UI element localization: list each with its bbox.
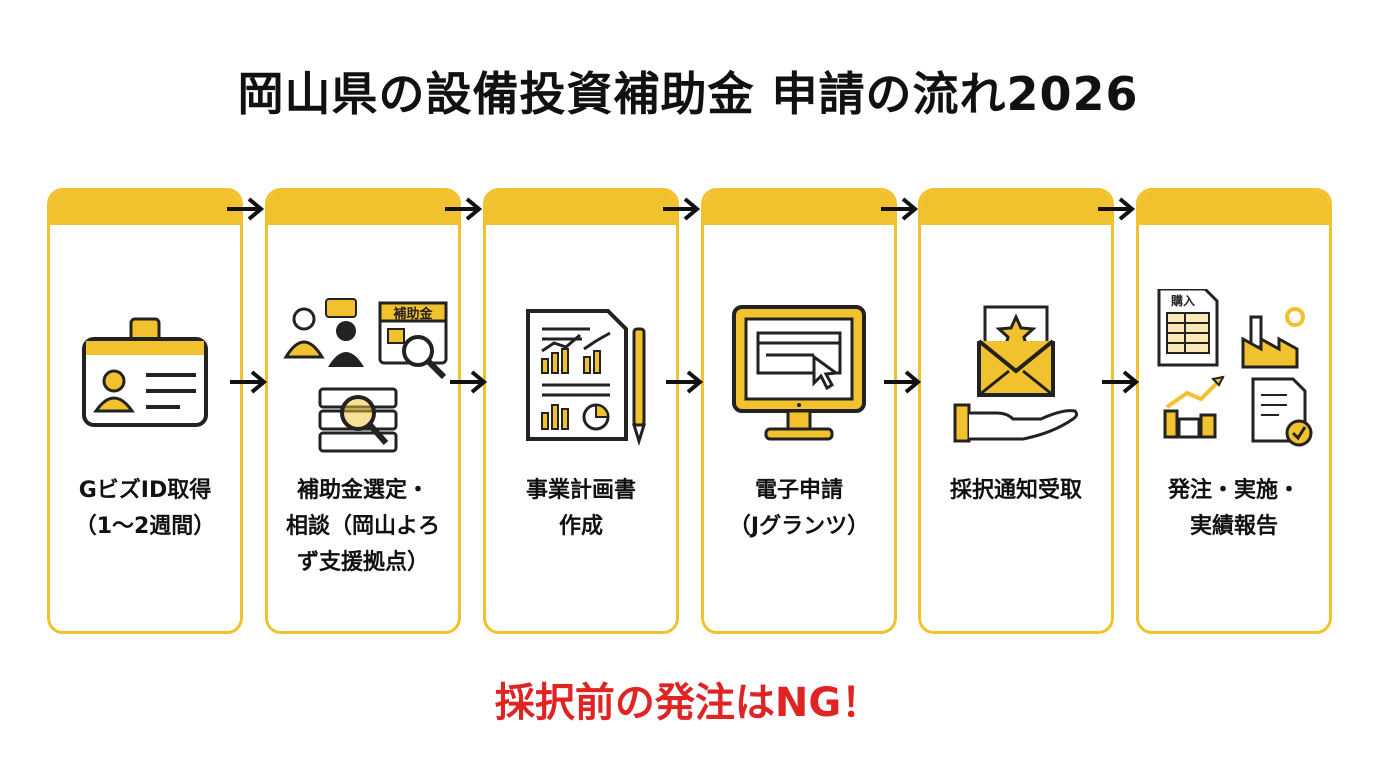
step-card-1: GビズID取得 （1〜2週間） bbox=[47, 188, 243, 634]
notification-envelope-icon bbox=[921, 289, 1111, 459]
id-card-icon bbox=[50, 289, 240, 459]
step-label-1: GビズID取得 （1〜2週間） bbox=[74, 478, 216, 539]
arrow-right-icon bbox=[450, 370, 488, 394]
step-card-band bbox=[921, 191, 1111, 225]
step-label-5: 採択通知受取 bbox=[949, 478, 1082, 503]
step-card-3: 事業計画書 作成 bbox=[483, 188, 679, 634]
step-card-5: 採択通知受取 bbox=[918, 188, 1114, 634]
computer-monitor-icon bbox=[704, 289, 894, 459]
step-label-3: 事業計画書 作成 bbox=[525, 478, 636, 539]
step-label-4: 電子申請 （Jグランツ） bbox=[728, 478, 870, 539]
warning-message: 採択前の発注はNG！ bbox=[494, 680, 882, 726]
page-title: 岡山県の設備投資補助金 申請の流れ2026 bbox=[237, 67, 1139, 121]
step-card-4: 電子申請 （Jグランツ） bbox=[701, 188, 897, 634]
step-label-6: 発注・実施・ 実績報告 bbox=[1167, 478, 1300, 539]
arrow-right-icon bbox=[1102, 370, 1140, 394]
step-card-band bbox=[1139, 191, 1329, 225]
arrow-right-icon bbox=[881, 197, 919, 221]
step-card-band bbox=[268, 191, 458, 225]
arrow-right-icon bbox=[445, 197, 483, 221]
step-card-band bbox=[50, 191, 240, 225]
step-card-band bbox=[486, 191, 676, 225]
arrow-right-icon bbox=[227, 197, 265, 221]
arrow-right-icon bbox=[1098, 197, 1136, 221]
step-card-2: 補助金 補助金選定・ 相談（岡山よろ ず支援拠点） bbox=[265, 188, 461, 634]
arrow-right-icon bbox=[884, 370, 922, 394]
arrow-right-icon bbox=[663, 197, 701, 221]
subsidy-badge-text: 補助金 bbox=[392, 306, 433, 322]
step-card-band bbox=[704, 191, 894, 225]
step-card-6: 購入 発注・実施・ 実績報告 bbox=[1136, 188, 1332, 634]
step-label-2: 補助金選定・ 相談（岡山よろ ず支援拠点） bbox=[285, 478, 440, 575]
order-report-icon: 購入 bbox=[1139, 287, 1329, 459]
consultation-icon: 補助金 bbox=[268, 289, 458, 459]
business-plan-icon bbox=[486, 289, 676, 459]
arrow-right-icon bbox=[666, 370, 704, 394]
arrow-right-icon bbox=[230, 370, 268, 394]
purchase-badge-text: 購入 bbox=[1170, 293, 1195, 308]
